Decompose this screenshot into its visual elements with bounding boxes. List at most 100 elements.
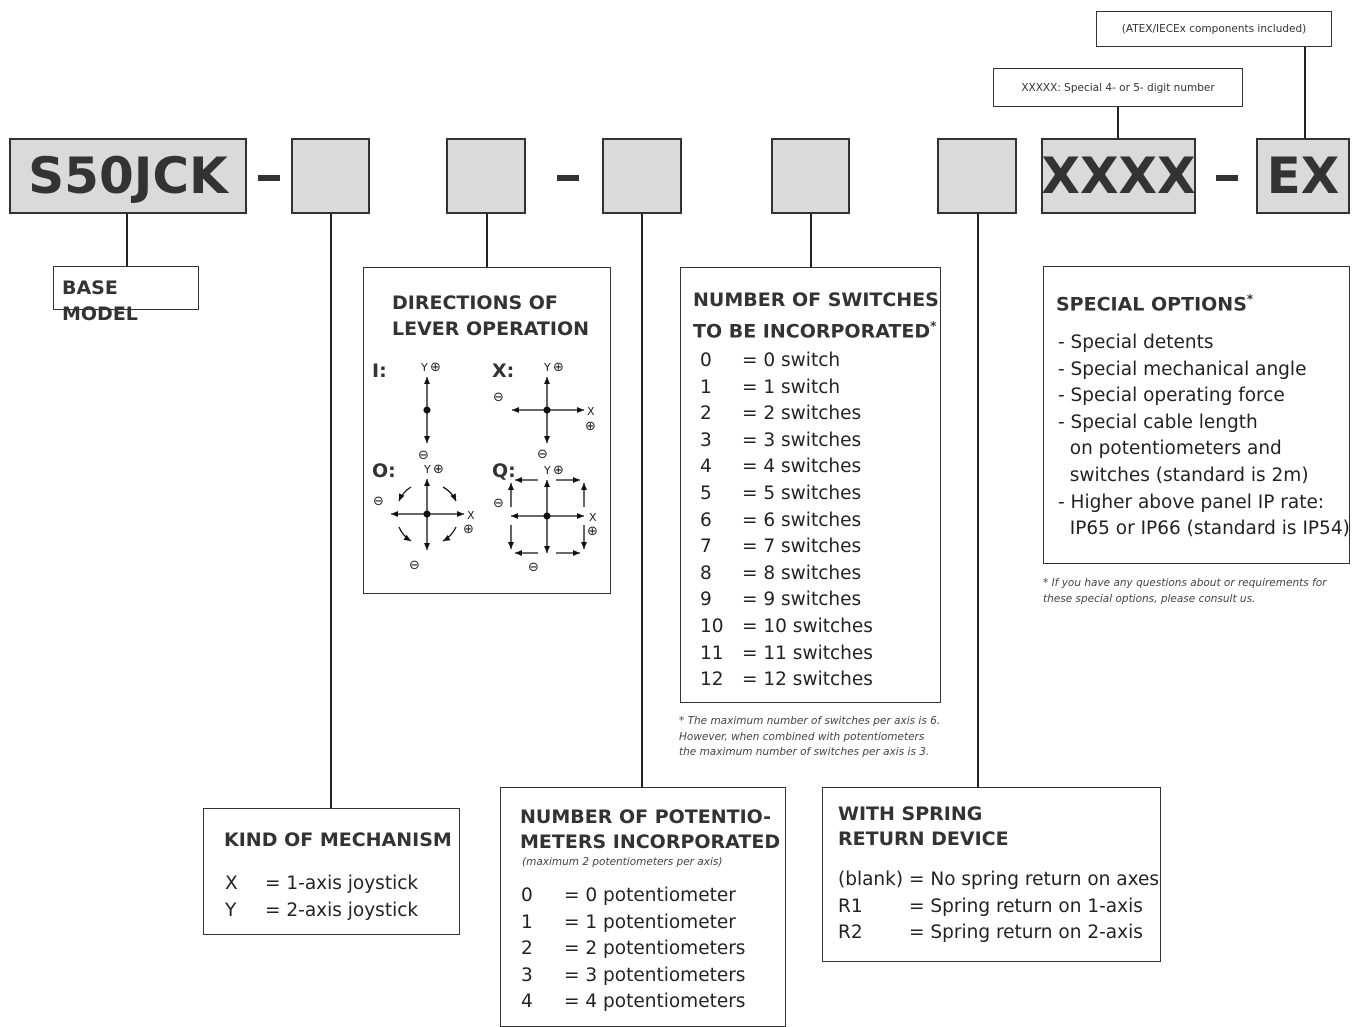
svg-text:⊕: ⊕ xyxy=(433,462,444,477)
mechanism-code-box xyxy=(291,138,370,214)
item-value: = 5 switches xyxy=(742,483,862,504)
item-key: 0 xyxy=(700,350,712,371)
svg-text:⊖: ⊖ xyxy=(537,447,548,462)
svg-text:⊕: ⊕ xyxy=(587,524,598,539)
svg-text:⊖: ⊖ xyxy=(528,560,539,575)
special-number-callout-text: XXXXX: Special 4- or 5- digit number xyxy=(1021,81,1215,94)
item-value: = 2 potentiometers xyxy=(564,938,746,960)
svg-text:⊖: ⊖ xyxy=(373,494,384,509)
svg-text:⊕: ⊕ xyxy=(463,522,474,537)
switches-footnote-line3: the maximum number of switches per axis … xyxy=(679,746,930,758)
spring-code-box xyxy=(937,138,1017,214)
item-value: = 6 switches xyxy=(742,509,862,531)
directions-panel: DIRECTIONS OF LEVER OPERATION I: X: O: Q… xyxy=(363,267,611,594)
directions-title-line1: DIRECTIONS OF xyxy=(392,292,558,314)
item-key: 0 xyxy=(521,885,533,906)
item-key: 12 xyxy=(700,669,724,691)
item-key: 3 xyxy=(700,429,712,451)
svg-text:⊖: ⊖ xyxy=(409,558,420,573)
potentiometers-panel: NUMBER OF POTENTIO- METERS INCORPORATED … xyxy=(500,787,786,1027)
base-model-label: BASE MODEL xyxy=(62,277,138,325)
switches-connector xyxy=(810,214,812,267)
svg-text:⊕: ⊕ xyxy=(553,463,564,478)
item-key: 2 xyxy=(521,938,533,960)
item-key: 8 xyxy=(700,562,712,584)
item-value: = 12 switches xyxy=(742,669,873,691)
item-value: = 0 potentiometer xyxy=(564,885,736,906)
item-value: = 11 switches xyxy=(742,642,873,664)
item-key: 5 xyxy=(700,483,712,504)
svg-text:⊖: ⊖ xyxy=(418,448,429,463)
item-key: R1 xyxy=(838,895,863,917)
mechanism-connector xyxy=(330,214,332,808)
svg-text:Y: Y xyxy=(543,464,551,477)
switches-panel: NUMBER OF SWITCHES TO BE INCORPORATED* 0… xyxy=(680,267,941,703)
separator-dash xyxy=(258,175,280,181)
item-value: = Spring return on 2-axis xyxy=(909,922,1143,944)
item-value: = 1 potentiometer xyxy=(564,911,736,933)
item-key: 6 xyxy=(700,509,712,531)
item-key: 1 xyxy=(521,911,533,933)
base-code-box: S50JCK xyxy=(9,138,247,214)
atex-connector xyxy=(1304,47,1306,138)
item-key: Y xyxy=(225,899,237,921)
atex-callout-text: (ATEX/IECEx components included) xyxy=(1121,23,1307,35)
list-item: - Higher above panel IP rate: xyxy=(1058,491,1325,513)
spring-panel: WITH SPRING RETURN DEVICE (blank)= No sp… xyxy=(822,787,1161,962)
item-key: 4 xyxy=(521,991,533,1013)
svg-text:X: X xyxy=(587,405,595,418)
special-number-callout: XXXXX: Special 4- or 5- digit number xyxy=(993,68,1243,107)
item-value: = 3 switches xyxy=(742,429,862,451)
svg-text:X: X xyxy=(589,511,597,524)
item-value: = 4 potentiometers xyxy=(564,991,746,1013)
item-value: = 10 switches xyxy=(742,616,873,637)
svg-text:⊖: ⊖ xyxy=(493,496,504,511)
special-options-panel: SPECIAL OPTIONS* - Special detents - Spe… xyxy=(1043,266,1350,564)
item-value: = 1-axis joystick xyxy=(265,873,419,894)
directions-connector xyxy=(486,214,488,267)
list-item: on potentiometers and xyxy=(1058,438,1282,460)
potentiometers-title-line1: NUMBER OF POTENTIO- xyxy=(520,806,772,828)
potentiometers-connector xyxy=(641,214,643,787)
special-options-title: SPECIAL OPTIONS* xyxy=(1056,286,1253,317)
item-key: X xyxy=(225,873,238,894)
item-value: = Spring return on 1-axis xyxy=(909,895,1143,917)
direction-code-x: X: xyxy=(492,360,515,382)
omnidirectional-icon: Y ⊕ ⊖ X ⊕ ⊖ xyxy=(373,462,475,573)
list-item: - Special cable length xyxy=(1058,411,1258,433)
item-value: = 2 switches xyxy=(742,403,862,425)
direction-code-q: Q: xyxy=(492,460,516,482)
direction-diagrams: Y ⊕ ⊖ Y ⊕ ⊖ X ⊕ ⊖ xyxy=(373,360,598,575)
svg-text:Y: Y xyxy=(423,463,431,476)
item-value: = 9 switches xyxy=(742,589,862,611)
item-value: = 2-axis joystick xyxy=(265,899,419,921)
switches-code-box xyxy=(771,138,850,214)
mechanism-title: KIND OF MECHANISM xyxy=(224,829,452,851)
svg-text:⊕: ⊕ xyxy=(553,360,564,375)
item-key: 10 xyxy=(700,616,724,637)
list-item: - Special operating force xyxy=(1058,385,1285,407)
direction-code-i: I: xyxy=(372,360,387,382)
ex-code-text: EX xyxy=(1266,147,1340,205)
item-value: = 4 switches xyxy=(742,456,862,478)
base-model-box: BASE MODEL xyxy=(53,266,199,325)
base-connector xyxy=(126,214,128,266)
svg-text:⊕: ⊕ xyxy=(585,419,596,434)
base-code-text: S50JCK xyxy=(28,147,228,205)
switches-title-mark: * xyxy=(930,319,937,333)
item-value: = 8 switches xyxy=(742,562,862,584)
item-value: = 7 switches xyxy=(742,536,862,558)
item-key: R2 xyxy=(838,922,863,944)
svg-text:X: X xyxy=(467,509,475,522)
item-key: 2 xyxy=(700,403,712,425)
switches-title-text: TO BE INCORPORATED xyxy=(693,320,931,343)
item-key: 7 xyxy=(700,536,712,558)
spring-title-line1: WITH SPRING xyxy=(838,803,983,825)
item-key: 3 xyxy=(521,964,533,986)
item-key: 4 xyxy=(700,456,712,478)
direction-code-o: O: xyxy=(372,460,396,482)
ex-code-box: EX xyxy=(1256,138,1350,214)
list-item: switches (standard is 2m) xyxy=(1058,465,1309,486)
svg-text:⊕: ⊕ xyxy=(430,360,441,375)
potentiometers-subtitle: (maximum 2 potentiometers per axis) xyxy=(522,856,723,868)
